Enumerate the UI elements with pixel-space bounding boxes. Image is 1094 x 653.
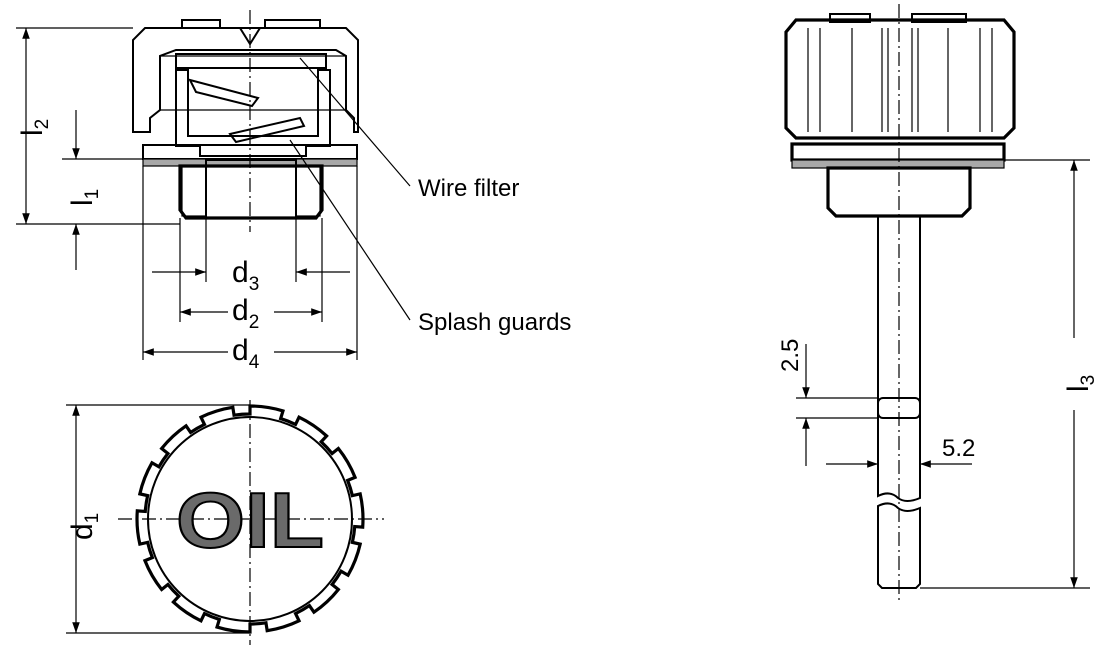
dim-dipstick-diameter: 5.2 xyxy=(826,435,975,468)
d2-subscript: 2 xyxy=(249,312,260,333)
svg-text:d1: d1 xyxy=(66,513,103,540)
d4-subscript: 4 xyxy=(249,352,260,373)
d1-symbol: d xyxy=(66,523,99,540)
wire-filter-label: Wire filter xyxy=(418,175,519,202)
dim-l2: l2 xyxy=(16,27,180,225)
d3-symbol: d xyxy=(232,256,249,289)
dim-l3: l3 xyxy=(920,159,1094,589)
callout-leaders xyxy=(289,57,411,321)
l3-symbol: l xyxy=(1062,385,1094,392)
l1-subscript: 1 xyxy=(82,189,103,200)
l2-subscript: 2 xyxy=(32,119,53,130)
dim-l1: l1 xyxy=(62,110,143,270)
l1-symbol: l xyxy=(66,199,99,206)
dim-d1: d1 xyxy=(66,404,250,634)
dim-d2: d2 xyxy=(179,218,323,333)
d4-symbol: d xyxy=(232,334,249,367)
groove-width-value: 2.5 xyxy=(777,339,804,372)
svg-text:d2: d2 xyxy=(232,294,259,333)
d3-subscript: 3 xyxy=(249,274,260,295)
l3-subscript: 3 xyxy=(1078,375,1094,386)
oil-marking: OIL xyxy=(176,476,324,564)
svg-text:l2: l2 xyxy=(16,119,53,136)
dipstick-diameter-value: 5.2 xyxy=(942,435,975,462)
dim-d3: d3 xyxy=(152,218,350,295)
splash-guards-label: Splash guards xyxy=(418,309,571,336)
svg-text:l1: l1 xyxy=(66,189,103,206)
svg-text:l3: l3 xyxy=(1062,375,1094,392)
d2-symbol: d xyxy=(232,294,249,327)
side-view xyxy=(784,4,1016,600)
dim-groove-width: 2.5 xyxy=(777,339,878,466)
d1-subscript: 1 xyxy=(82,513,103,524)
svg-text:d3: d3 xyxy=(232,256,259,295)
section-view xyxy=(132,10,359,232)
svg-text:d4: d4 xyxy=(232,334,260,373)
dim-d4: d4 xyxy=(142,166,358,373)
top-view: OIL xyxy=(118,400,384,645)
l2-symbol: l xyxy=(16,129,49,136)
